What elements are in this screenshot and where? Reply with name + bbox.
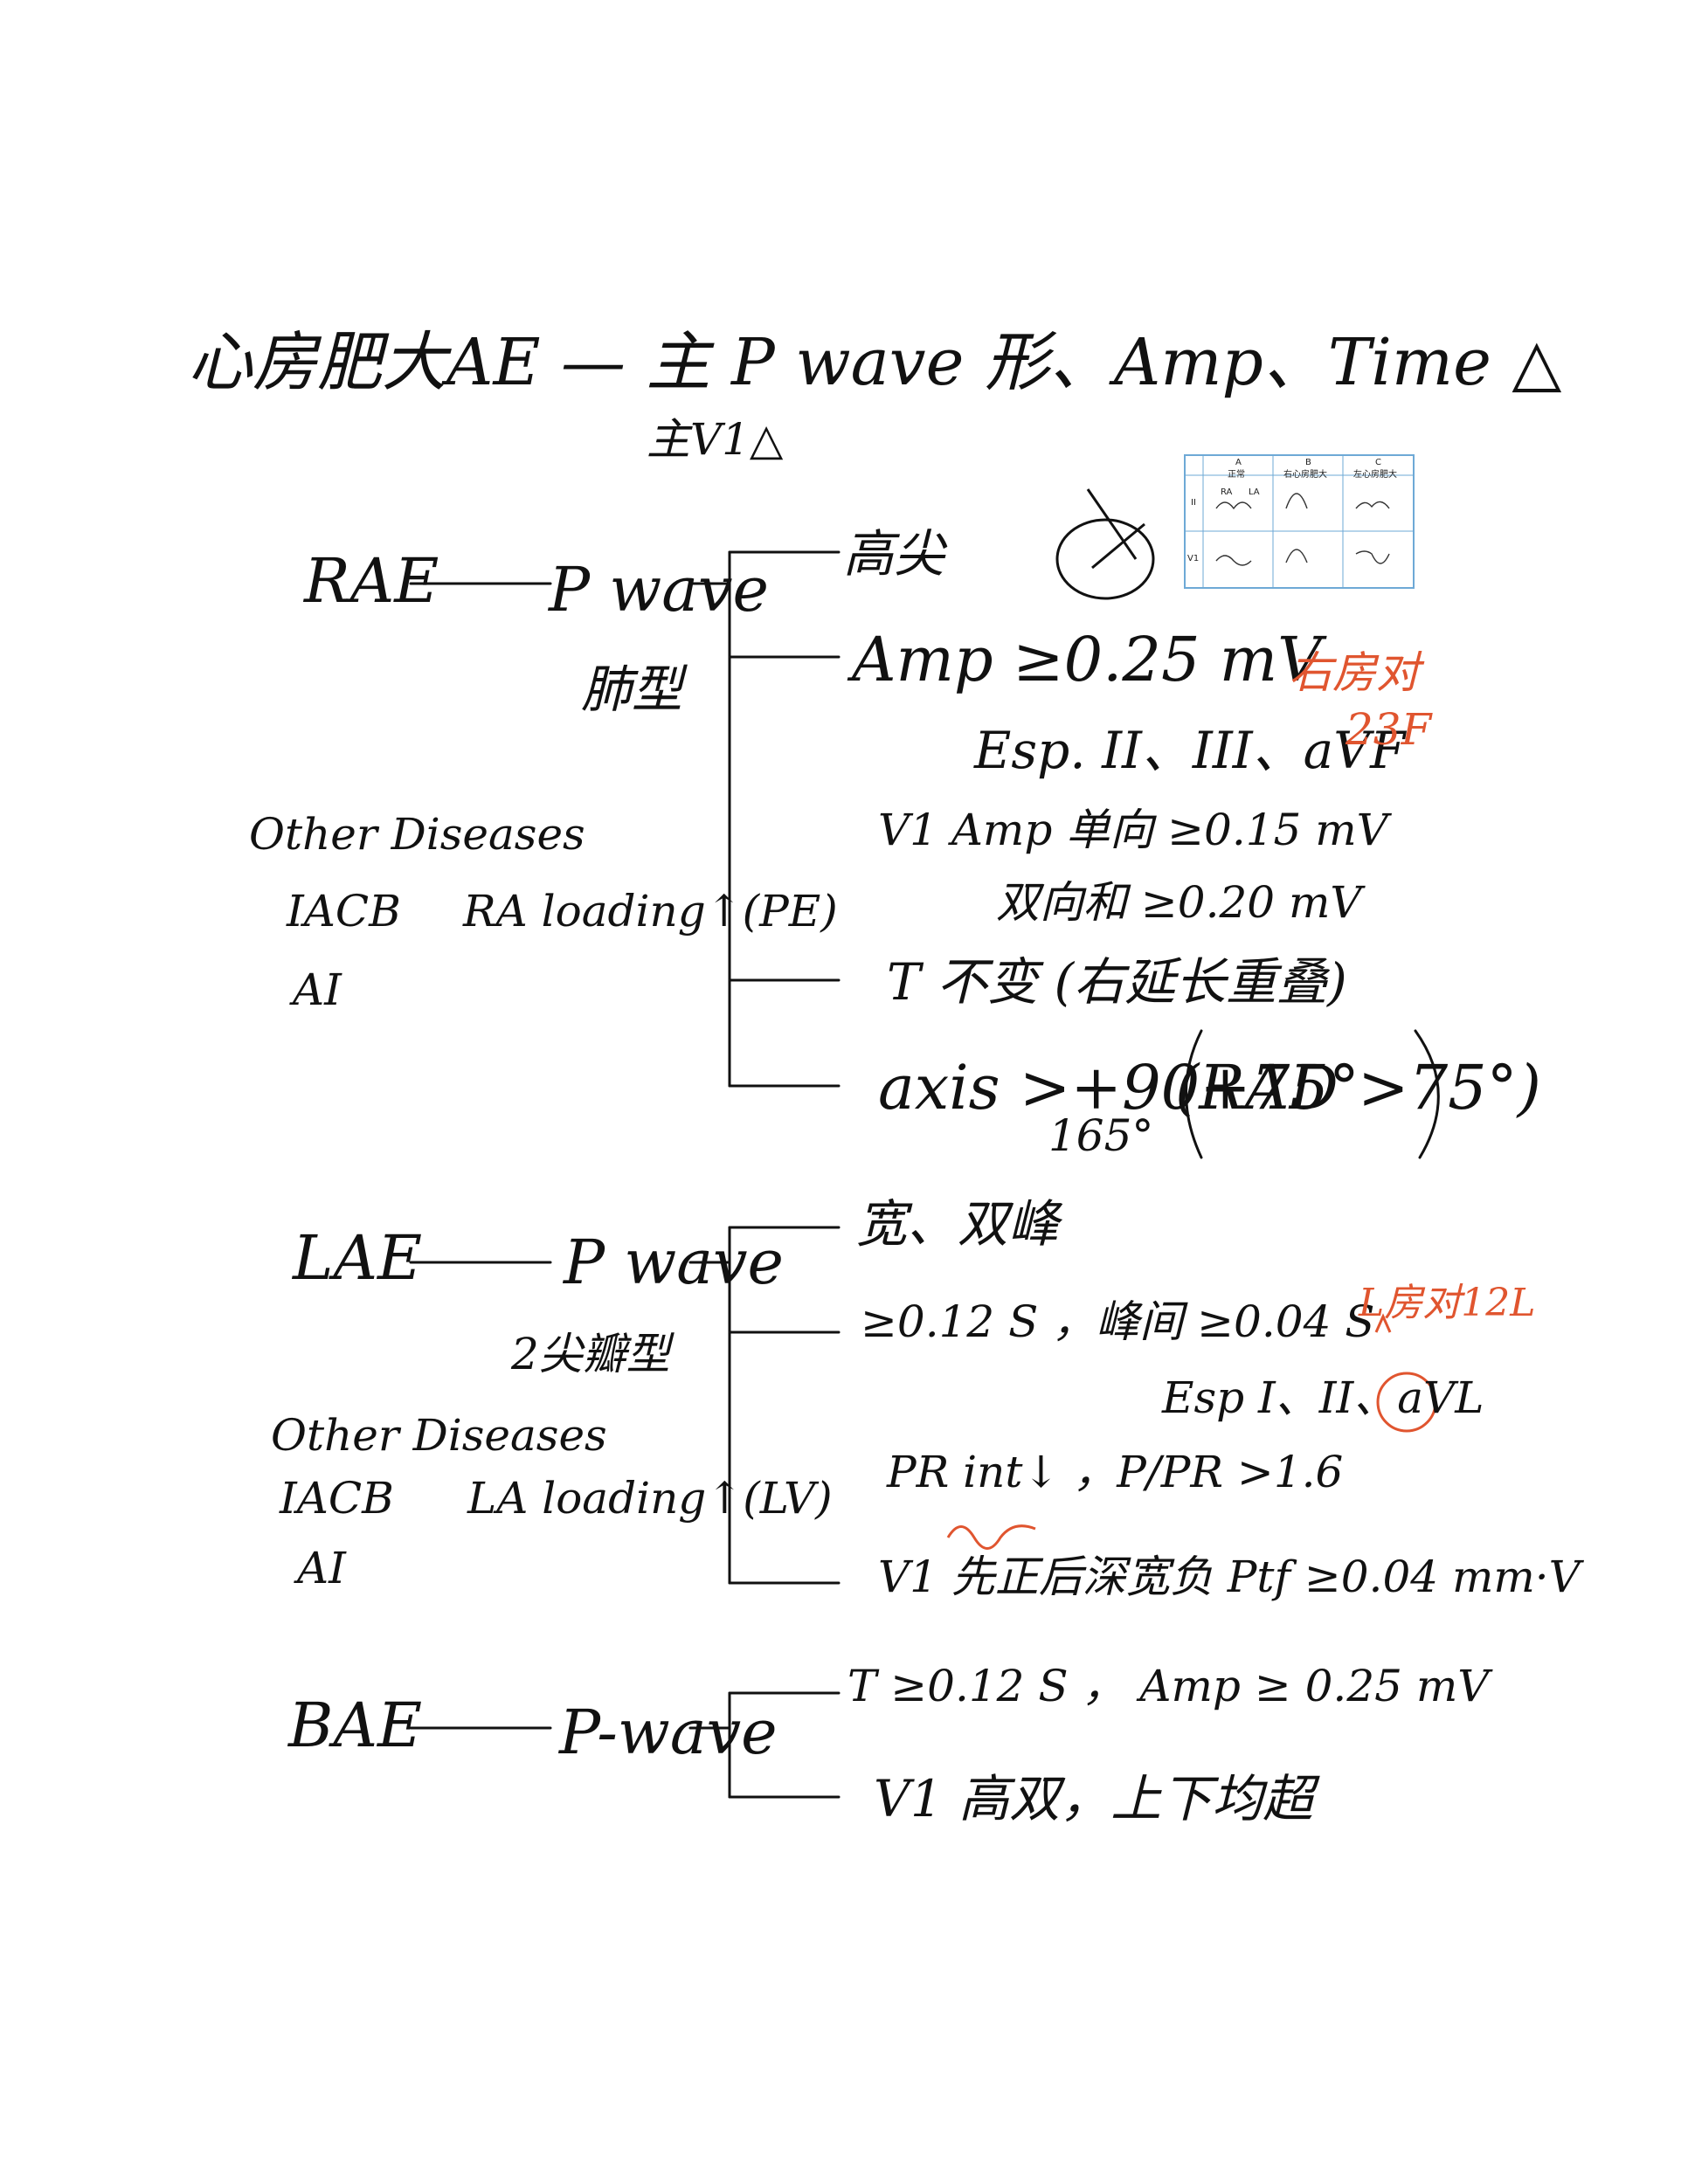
inset-row-v1: V1 bbox=[1187, 554, 1200, 563]
bae-label: BAE bbox=[288, 1690, 423, 1761]
lae-red-note: L房对12L bbox=[1359, 1281, 1536, 1325]
lae-other-iacb: IACB bbox=[280, 1473, 394, 1524]
lae-other-ai: AI bbox=[297, 1543, 346, 1593]
rae-other-iacb: IACB bbox=[287, 886, 401, 936]
rae-pwave-sub: 肺型 bbox=[581, 660, 683, 719]
inset-label-ra: RA bbox=[1221, 487, 1233, 497]
rae-branch-3: T 不变 (右延长重叠) bbox=[887, 952, 1347, 1012]
lae-esp: Esp I、II、aVL bbox=[1162, 1372, 1484, 1423]
rae-red-note-1: 右房对 bbox=[1289, 647, 1420, 698]
lae-other-title: Other Diseases bbox=[271, 1410, 607, 1461]
lae-label: LAE bbox=[293, 1222, 423, 1294]
bae-branch-1: T ≥0.12 S ， Amp ≥ 0.25 mV bbox=[847, 1661, 1490, 1711]
rae-red-note-2: 23F bbox=[1346, 704, 1432, 755]
inset-label-la: LA bbox=[1249, 487, 1260, 497]
page-title: 心房肥大AE — 主 P wave 形、Amp、Time △ bbox=[188, 325, 1562, 400]
ecg-reference-image: A B C 正常 右心房肥大 左心房肥大 II V1 RA LA bbox=[1184, 454, 1415, 589]
lae-branch-3: PR int↓ ，P/PR >1.6 bbox=[887, 1447, 1344, 1497]
rae-label: RAE bbox=[304, 545, 439, 617]
lae-pwave: P wave bbox=[564, 1227, 784, 1298]
rae-axis-sub: 165° bbox=[1048, 1110, 1154, 1161]
inset-title-rae: 右心房肥大 bbox=[1283, 470, 1327, 480]
rae-branch-4: axis >+90+75° bbox=[878, 1052, 1359, 1123]
lae-pwave-sub: 2尖瓣型 bbox=[511, 1329, 670, 1379]
lae-branch-4: V1 先正后深宽负 Ptf ≥0.04 mm·V bbox=[878, 1552, 1581, 1602]
rae-v1-line1: V1 Amp 单向 ≥0.15 mV bbox=[878, 805, 1388, 855]
rae-other-loading: RA loading↑(PE) bbox=[463, 886, 838, 936]
rae-esp: Esp. II、III、aVF bbox=[974, 721, 1406, 780]
rae-pwave: P wave bbox=[549, 554, 769, 625]
rae-other-title: Other Diseases bbox=[249, 809, 585, 860]
inset-col-c: C bbox=[1375, 458, 1381, 467]
rae-v1-line2: 双向和 ≥0.20 mV bbox=[996, 877, 1362, 928]
inset-col-b: B bbox=[1305, 458, 1311, 467]
lae-branch-2: ≥0.12 S ，峰间 ≥0.04 S bbox=[861, 1296, 1375, 1347]
rae-branch-2: Amp ≥0.25 mV bbox=[852, 624, 1322, 695]
lae-other-loading: LA loading↑(LV) bbox=[467, 1473, 833, 1524]
ecg-reference-grid bbox=[1186, 456, 1413, 587]
lae-branch-1: 宽、双峰 bbox=[856, 1194, 1060, 1254]
bae-pwave: P-wave bbox=[559, 1697, 778, 1768]
rae-axis-note: (RAD >75°) bbox=[1175, 1052, 1541, 1123]
inset-title-lae: 左心房肥大 bbox=[1353, 470, 1397, 480]
rae-other-ai: AI bbox=[293, 964, 342, 1015]
inset-col-a: A bbox=[1235, 458, 1242, 467]
page-subtitle: 主V1△ bbox=[647, 414, 784, 465]
inset-row-ii: II bbox=[1191, 498, 1196, 508]
inset-title-normal: 正常 bbox=[1228, 470, 1245, 480]
bae-branch-2: V1 高双，上下均超 bbox=[874, 1769, 1314, 1828]
rae-branch-1: 高尖 bbox=[843, 524, 945, 584]
